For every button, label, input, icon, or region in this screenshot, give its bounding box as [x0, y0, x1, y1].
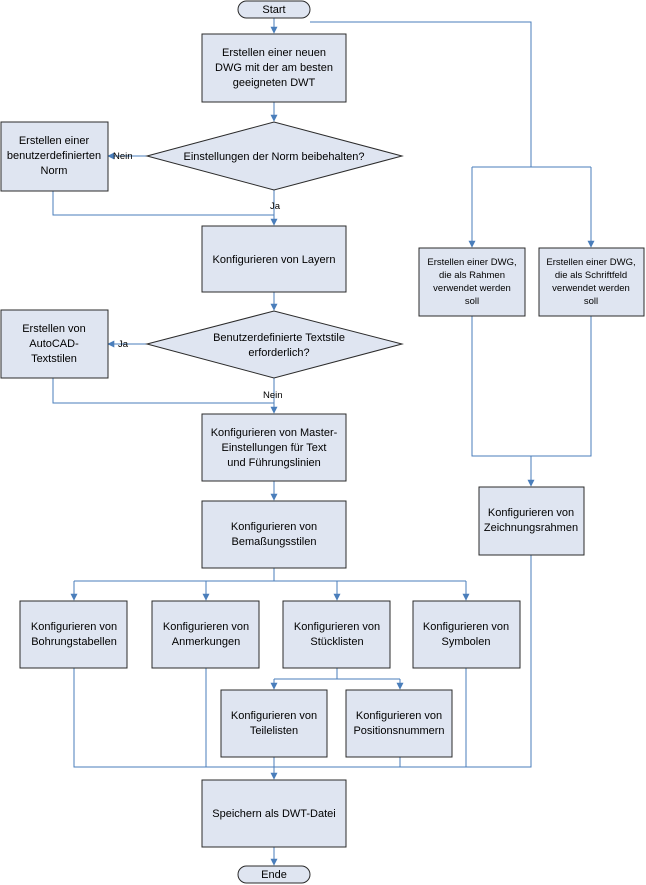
edge-label-ja-2: Ja [118, 339, 129, 350]
svg-text:Erstellen von: Erstellen von [22, 323, 86, 335]
start-terminal: Start [237, 0, 311, 19]
svg-text:und Führungslinien: und Führungslinien [227, 457, 321, 469]
master-settings-box: Konfigurieren von Master- Einstellungen … [201, 413, 347, 482]
svg-text:die als Rahmen: die als Rahmen [439, 270, 505, 281]
svg-text:Bemaßungsstilen: Bemaßungsstilen [232, 536, 317, 548]
svg-text:verwendet werden: verwendet werden [433, 283, 511, 294]
svg-text:Konfigurieren von Master-: Konfigurieren von Master- [211, 427, 338, 439]
svg-text:Teilelisten: Teilelisten [250, 725, 298, 737]
balloons-box: Konfigurieren von Positionsnummern [345, 689, 453, 758]
svg-text:die als Schriftfeld: die als Schriftfeld [555, 270, 627, 281]
svg-text:Bohrungstabellen: Bohrungstabellen [31, 636, 117, 648]
start-label: Start [262, 4, 285, 16]
svg-text:Konfigurieren von: Konfigurieren von [488, 507, 574, 519]
svg-text:Erstellen einer neuen: Erstellen einer neuen [222, 47, 326, 59]
svg-text:Anmerkungen: Anmerkungen [172, 636, 241, 648]
svg-text:Erstellen einer DWG,: Erstellen einer DWG, [546, 257, 635, 268]
notes-box: Konfigurieren von Anmerkungen [151, 600, 260, 669]
end-label: Ende [261, 869, 287, 881]
keep-norm-decision: Einstellungen der Norm beibehalten? [145, 121, 404, 191]
edge-label-nein-1: Nein [113, 151, 133, 162]
svg-text:Textstilen: Textstilen [31, 353, 77, 365]
svg-text:Norm: Norm [41, 165, 68, 177]
svg-text:Positionsnummern: Positionsnummern [353, 725, 444, 737]
layers-box: Konfigurieren von Layern [201, 225, 347, 293]
svg-text:Konfigurieren von Layern: Konfigurieren von Layern [213, 254, 336, 266]
symbols-box: Konfigurieren von Symbolen [412, 600, 521, 669]
drawing-frame-box: Konfigurieren von Zeichnungsrahmen [478, 486, 585, 556]
svg-text:Konfigurieren von: Konfigurieren von [423, 621, 509, 633]
autocad-text-box: Erstellen von AutoCAD- Textstilen [0, 309, 109, 379]
svg-text:Einstellungen für Text: Einstellungen für Text [222, 442, 327, 454]
save-dwt-box: Speichern als DWT-Datei [201, 779, 347, 848]
custom-norm-box: Erstellen einer benutzerdefinierten Norm [0, 121, 109, 192]
svg-text:soll: soll [465, 296, 479, 307]
create-dwg-box: Erstellen einer neuen DWG mit der am bes… [201, 33, 347, 103]
svg-text:soll: soll [584, 296, 598, 307]
svg-text:Konfigurieren von: Konfigurieren von [356, 710, 442, 722]
svg-text:Erstellen einer: Erstellen einer [19, 135, 90, 147]
svg-text:geeigneten DWT: geeigneten DWT [233, 77, 316, 89]
svg-text:Stücklisten: Stücklisten [310, 636, 363, 648]
svg-text:Zeichnungsrahmen: Zeichnungsrahmen [484, 522, 578, 534]
svg-text:Konfigurieren von: Konfigurieren von [294, 621, 380, 633]
connectors [52, 18, 595, 866]
svg-text:Konfigurieren von: Konfigurieren von [231, 710, 317, 722]
svg-text:erforderlich?: erforderlich? [248, 347, 309, 359]
svg-text:DWG mit der am besten: DWG mit der am besten [215, 62, 333, 74]
svg-text:Konfigurieren von: Konfigurieren von [31, 621, 117, 633]
svg-text:Konfigurieren von: Konfigurieren von [163, 621, 249, 633]
svg-text:Konfigurieren von: Konfigurieren von [231, 521, 317, 533]
svg-text:Einstellungen der Norm beibeha: Einstellungen der Norm beibehalten? [183, 151, 364, 163]
dim-styles-box: Konfigurieren von Bemaßungsstilen [201, 500, 347, 569]
edge-label-nein-2: Nein [263, 390, 283, 401]
svg-text:AutoCAD-: AutoCAD- [29, 338, 79, 350]
svg-text:benutzerdefinierten: benutzerdefinierten [7, 150, 101, 162]
hole-tables-box: Konfigurieren von Bohrungstabellen [19, 600, 128, 669]
svg-text:Symbolen: Symbolen [442, 636, 491, 648]
edge-label-ja-1: Ja [270, 201, 281, 212]
svg-text:Benutzerdefinierte Textstile: Benutzerdefinierte Textstile [213, 332, 345, 344]
frame-dwg-box: Erstellen einer DWG, die als Rahmen verw… [418, 247, 526, 317]
svg-text:Speichern als DWT-Datei: Speichern als DWT-Datei [212, 808, 336, 820]
svg-text:Erstellen einer DWG,: Erstellen einer DWG, [427, 257, 516, 268]
svg-text:verwendet werden: verwendet werden [552, 283, 630, 294]
end-terminal: Ende [237, 865, 311, 884]
custom-text-decision: Benutzerdefinierte Textstile erforderlic… [145, 310, 404, 379]
titleblock-dwg-box: Erstellen einer DWG, die als Schriftfeld… [538, 247, 645, 317]
part-lists-box: Konfigurieren von Teilelisten [220, 689, 328, 758]
parts-lists-box: Konfigurieren von Stücklisten [282, 600, 391, 669]
